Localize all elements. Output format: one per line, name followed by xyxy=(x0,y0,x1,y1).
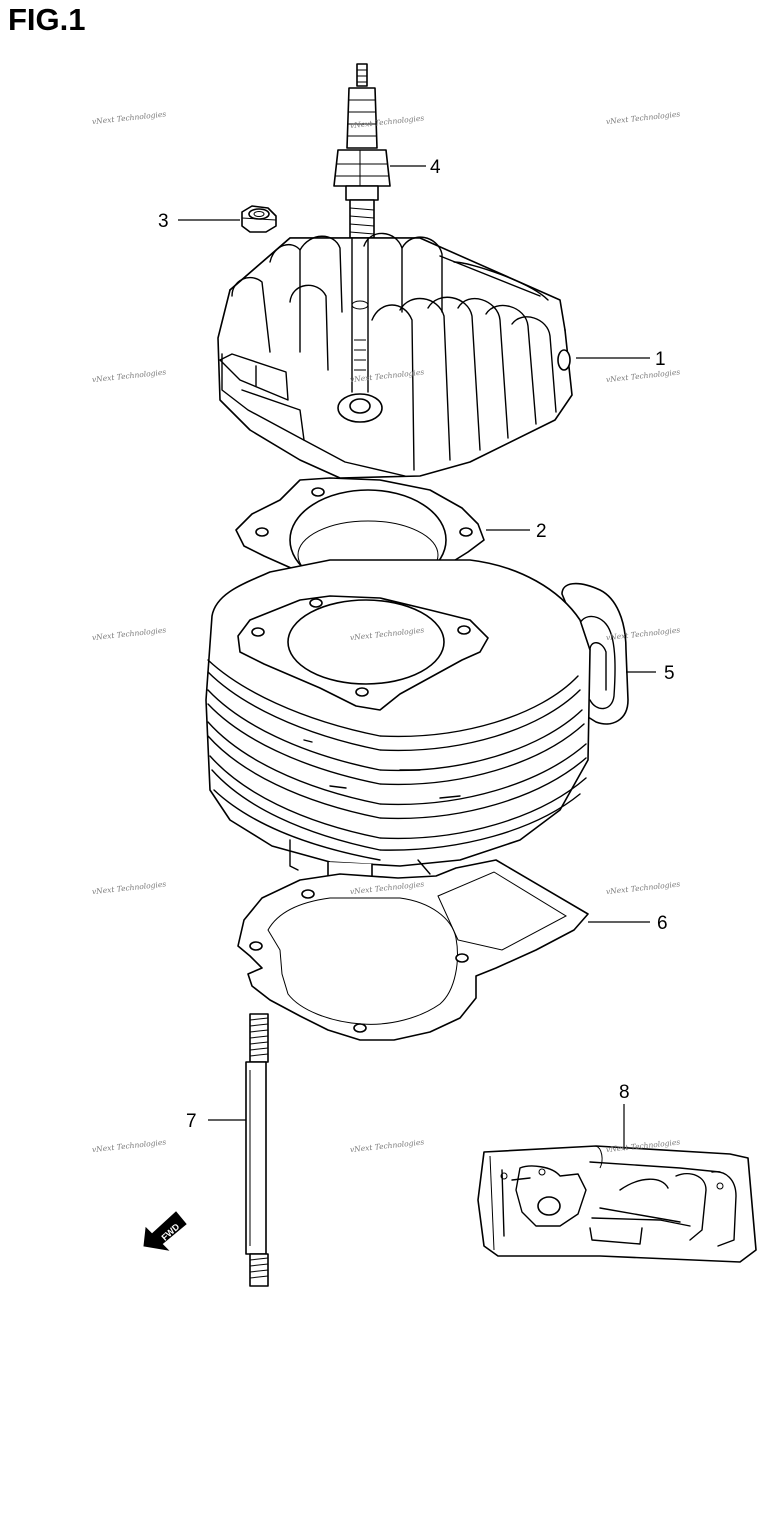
watermark-stamp: vNext Technologies xyxy=(91,109,166,126)
cylinder-block xyxy=(205,559,591,897)
watermark-stamp: vNext Technologies xyxy=(605,109,680,126)
watermark-stamp: vNext Technologies xyxy=(91,879,166,896)
callout-2: 2 xyxy=(536,521,547,542)
callout-1: 1 xyxy=(655,349,666,370)
stud-bolt[interactable] xyxy=(245,1013,269,1287)
watermark-stamp: vNext Technologies xyxy=(91,367,166,384)
forward-direction-arrow: FWD xyxy=(143,1211,187,1251)
watermark-stamp: vNext Technologies xyxy=(91,1137,166,1154)
watermark-text: vNext Technologies xyxy=(91,367,166,384)
callout-7: 7 xyxy=(186,1111,197,1132)
cylinder-head[interactable] xyxy=(217,232,573,479)
watermark-text: vNext Technologies xyxy=(91,1137,166,1154)
spark-plug[interactable] xyxy=(333,63,391,239)
watermark-stamp: vNext Technologies xyxy=(605,367,680,384)
watermark-text: vNext Technologies xyxy=(349,1137,424,1154)
watermark-text: vNext Technologies xyxy=(91,625,166,642)
watermark-text: vNext Technologies xyxy=(605,367,680,384)
callout-4: 4 xyxy=(430,157,441,178)
watermark-text: vNext Technologies xyxy=(605,879,680,896)
figure-title: FIG.1 xyxy=(8,2,86,37)
watermark-text: vNext Technologies xyxy=(91,879,166,896)
cylinder-base-gasket[interactable] xyxy=(237,859,589,1041)
callout-5: 5 xyxy=(664,663,675,684)
watermark-stamp: vNext Technologies xyxy=(91,625,166,642)
watermark-text: vNext Technologies xyxy=(605,109,680,126)
callout-8: 8 xyxy=(619,1082,630,1103)
watermark-text: vNext Technologies xyxy=(91,109,166,126)
gasket-set[interactable] xyxy=(477,1145,757,1263)
nut[interactable] xyxy=(241,205,277,233)
watermark-stamp: vNext Technologies xyxy=(349,1137,424,1154)
callout-6: 6 xyxy=(657,913,668,934)
callout-3: 3 xyxy=(158,211,169,232)
watermark-stamp: vNext Technologies xyxy=(605,879,680,896)
